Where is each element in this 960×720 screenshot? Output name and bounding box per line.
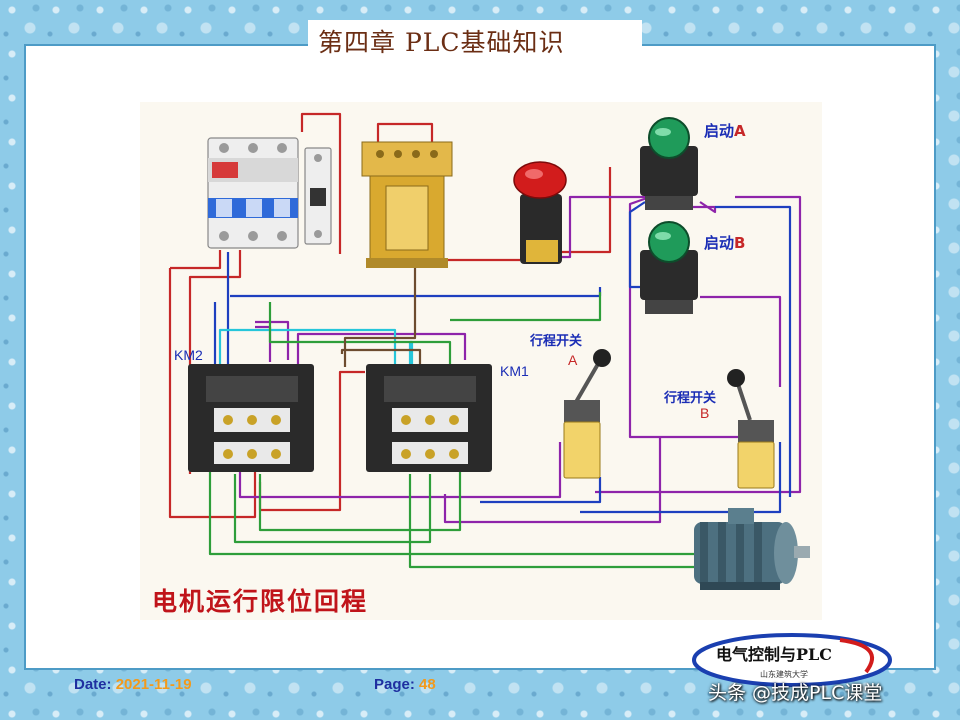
date-label: Date:	[74, 676, 112, 693]
limit-a-name: 行程开关	[529, 333, 582, 349]
red-wire-km2-bottom	[190, 462, 257, 519]
purple-wire-km-bridge	[296, 332, 467, 364]
purple-wire-km2-km1	[238, 442, 562, 499]
footer-date: Date: 2021-11-19	[74, 676, 192, 693]
green-wire-motor-v	[233, 474, 432, 544]
start-button-b	[640, 221, 698, 314]
watermark: 头条 @技成PLC课堂	[708, 682, 883, 704]
start-a-label: 启动A	[704, 122, 746, 140]
purple-wire-start-b	[700, 295, 782, 387]
title-box	[308, 20, 642, 64]
limit-b-letter: B	[700, 405, 709, 421]
red-wire-transformer-top	[376, 122, 434, 157]
motor	[694, 508, 810, 590]
footer-page: Page: 48	[374, 676, 436, 693]
start-b-label: 启动B	[704, 234, 745, 252]
control-transformer	[361, 141, 453, 268]
red-wire-breaker-l1	[170, 250, 222, 270]
brown-wire-km1-top	[340, 348, 422, 364]
blue-wire-limit-a-bottom	[480, 477, 602, 504]
purple-wire-km2-top-a	[255, 320, 290, 360]
green-wire-motor-lower	[408, 474, 715, 569]
green-wire-km1-to-limit	[450, 292, 602, 322]
contactor-km1	[366, 364, 492, 472]
start-button-a	[640, 117, 698, 210]
limit-switch-a	[563, 349, 611, 479]
brown-wire-transformer-km	[343, 262, 417, 367]
page-label: Page:	[374, 676, 415, 693]
wires	[168, 112, 802, 569]
green-wire-motor-w	[258, 472, 462, 532]
emergency-stop-button	[513, 161, 567, 264]
wiring-diagram: KM2 KM1 启动A 启动B 行程开关 A 行程开关 B 电机运行限位回程	[140, 102, 822, 620]
km2-label: KM2	[174, 347, 203, 363]
limit-b-name: 行程开关	[663, 390, 716, 406]
logo-subtext: 山东建筑大学	[760, 669, 808, 679]
limit-switch-b	[727, 369, 775, 489]
km1-label: KM1	[500, 363, 529, 379]
purple-wire-km1-motor	[443, 437, 662, 524]
limit-a-letter: A	[568, 352, 578, 368]
purple-wire-right-return	[595, 195, 802, 494]
date-value: 2021-11-19	[115, 676, 192, 693]
main-circuit-breaker	[207, 137, 299, 249]
auxiliary-breaker	[304, 147, 332, 245]
green-wire-km-top	[268, 302, 452, 364]
contactor-km2	[188, 364, 314, 472]
diagram-caption: 电机运行限位回程	[152, 587, 368, 616]
course-logo: 电气控制与PLC 山东建筑大学	[692, 633, 892, 687]
logo-text: 电气控制与PLC	[716, 645, 832, 664]
page-value: 48	[419, 676, 436, 693]
red-wire-left-bus	[168, 268, 190, 519]
slide-title: 第四章 PLC基础知识	[318, 28, 565, 57]
red-wire-aux-breaker	[300, 112, 342, 254]
blue-wire-limit-b-right	[715, 205, 792, 497]
green-wire-motor-u	[208, 472, 715, 556]
blue-wire-limit-b-bottom	[580, 442, 782, 514]
